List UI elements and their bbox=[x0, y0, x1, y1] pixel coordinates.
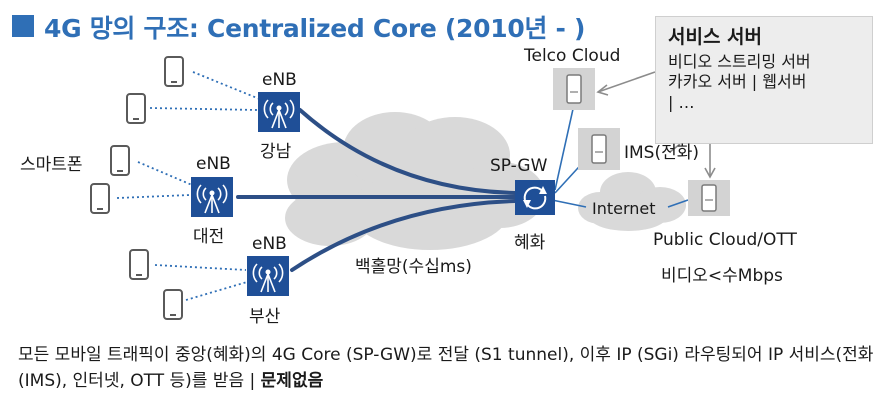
link-telco bbox=[554, 99, 576, 191]
smartphone-icon bbox=[126, 93, 146, 124]
smartphone-icon bbox=[164, 56, 184, 87]
phone-link bbox=[149, 107, 259, 111]
backhaul-label: 백홀망(수십ms) bbox=[355, 257, 472, 277]
public-cloud-label: Public Cloud/OTT bbox=[653, 230, 797, 250]
smartphone-icon bbox=[163, 289, 183, 320]
backhaul-link-busan bbox=[290, 199, 517, 272]
phone-link bbox=[137, 161, 193, 186]
phone-link bbox=[116, 194, 191, 199]
service-server-line: | … bbox=[668, 93, 695, 113]
enb-tower-icon-busan bbox=[247, 256, 289, 296]
enb-label-daejeon: eNB bbox=[196, 154, 231, 174]
phone-link bbox=[192, 71, 263, 101]
internet-label: Internet bbox=[592, 199, 656, 218]
telco-cloud-label: Telco Cloud bbox=[524, 46, 621, 66]
title-bullet bbox=[12, 15, 34, 37]
backhaul-cloud bbox=[285, 112, 545, 250]
ims-server-icon bbox=[578, 128, 620, 170]
phone-link bbox=[154, 264, 247, 271]
smartphone-icon bbox=[129, 249, 149, 280]
video-rate-label: 비디오<수Mbps bbox=[661, 266, 783, 286]
hyehwa-label: 혜화 bbox=[514, 233, 546, 253]
spgw-label: SP-GW bbox=[490, 156, 548, 176]
service-server-heading: 서비스 서버 bbox=[668, 26, 763, 48]
service-server-box: 서비스 서버 비디오 스트리밍 서버 카카오 서버 | 웹서버 | … bbox=[655, 16, 873, 144]
arrow-to-telco bbox=[597, 71, 656, 93]
enb-tower-icon-gangnam bbox=[258, 92, 300, 132]
arrow-to-ims bbox=[669, 143, 681, 153]
link-public bbox=[667, 199, 689, 208]
service-server-line: 비디오 스트리밍 서버 bbox=[668, 51, 811, 71]
smartphone-icon bbox=[110, 145, 130, 176]
internet-cloud bbox=[578, 172, 686, 231]
smartphone-icon bbox=[90, 183, 110, 214]
description-emphasis: 문제없음 bbox=[260, 371, 324, 391]
smartphone-label: 스마트폰 bbox=[20, 155, 83, 175]
description-text: 모든 모바일 트래픽이 중앙(혜화)의 4G Core (SP-GW)로 전달 … bbox=[18, 342, 878, 394]
ims-label: IMS(전화) bbox=[624, 143, 700, 163]
description-body: 모든 모바일 트래픽이 중앙(혜화)의 4G Core (SP-GW)로 전달 … bbox=[18, 345, 874, 391]
enb-label-gangnam: eNB bbox=[262, 70, 297, 90]
daejeon-label: 대전 bbox=[193, 227, 225, 247]
phone-link bbox=[185, 281, 248, 301]
backhaul-link-gangnam bbox=[298, 108, 517, 195]
busan-label: 부산 bbox=[249, 307, 281, 327]
enb-tower-icon-daejeon bbox=[191, 177, 233, 217]
service-server-line: 카카오 서버 | 웹서버 bbox=[668, 72, 807, 92]
spgw-router-icon bbox=[515, 180, 555, 215]
enb-label-busan: eNB bbox=[252, 234, 287, 254]
telco-server-icon bbox=[553, 68, 595, 110]
page-title: 4G 망의 구조: Centralized Core (2010년 - ) bbox=[44, 14, 586, 43]
link-internet bbox=[551, 199, 587, 208]
public-cloud-server-icon bbox=[688, 180, 730, 216]
gangnam-label: 강남 bbox=[260, 142, 292, 162]
